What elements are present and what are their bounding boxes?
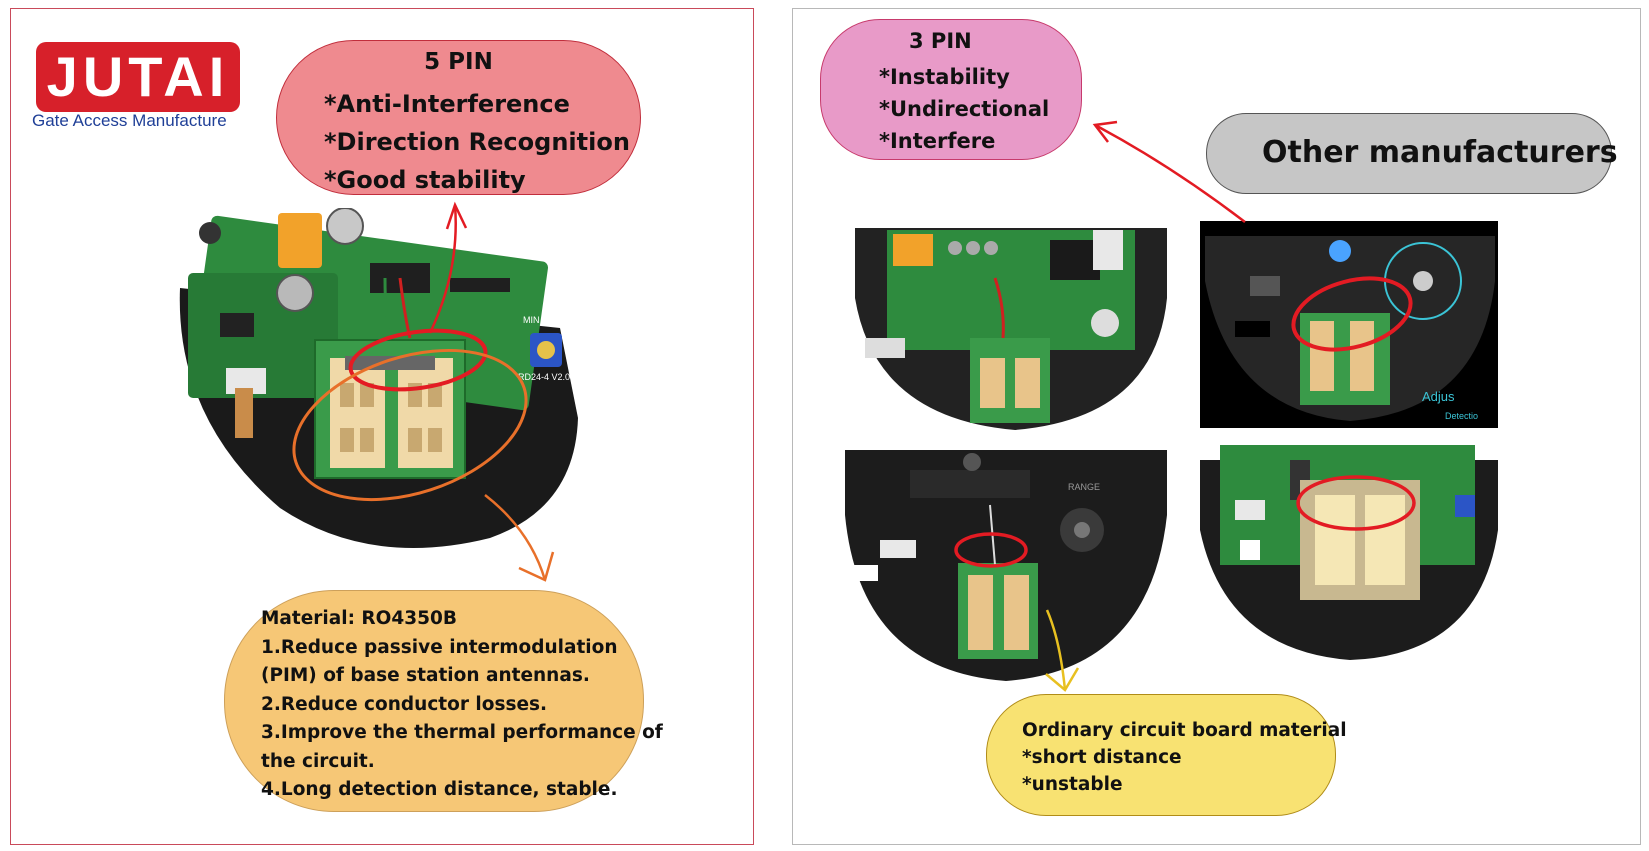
detection-caption: Detectio: [1445, 411, 1478, 421]
competitor-sensor-photo-2: Adjus Detectio: [1200, 221, 1498, 428]
competitor-sensor-photo-3: RANGE: [845, 450, 1167, 681]
competitor-sensor-photo-4: [1200, 445, 1498, 660]
competitor-sensor-photo-1: [855, 228, 1167, 430]
adjust-caption: Adjus: [1422, 389, 1455, 404]
jutai-feature-item: *Anti-Interference: [324, 90, 570, 118]
ordinary-item: *unstable: [1022, 774, 1123, 795]
competitor-flaw-item: *Instability: [879, 65, 1010, 89]
jutai-logo: JUTAI: [36, 42, 240, 112]
jutai-feature-item: *Direction Recognition: [324, 128, 630, 156]
pot-max-label: MAX: [560, 315, 580, 325]
competitor-3pin-title: 3 PIN: [909, 29, 972, 53]
jutai-5pin-bubble: 5 PIN *Anti-Interference *Direction Reco…: [276, 40, 641, 195]
material-item: 2.Reduce conductor losses.: [261, 693, 548, 715]
competitor-3pin-bubble: 3 PIN *Instability *Undirectional *Inter…: [820, 19, 1082, 160]
jutai-5pin-title: 5 PIN: [424, 49, 493, 75]
ordinary-item: *short distance: [1022, 747, 1182, 768]
material-item: the circuit.: [261, 750, 375, 772]
other-manufacturers-label: Other manufacturers: [1206, 113, 1618, 194]
material-bubble: Material: RO4350B 1.Reduce passive inter…: [224, 590, 663, 812]
competitor-flaw-item: *Interfere: [879, 129, 996, 153]
jutai-sensor-photo: MIN MAX RD24-4 V2.0: [179, 208, 580, 548]
board-model-label: RD24-4 V2.0: [518, 372, 570, 382]
logo-brand: JUTAI: [46, 45, 230, 108]
range-label: RANGE: [1068, 482, 1100, 492]
competitor-flaw-item: *Undirectional: [879, 97, 1050, 121]
material-item: (PIM) of base station antennas.: [261, 665, 590, 686]
material-item: 3.Improve the thermal performance of: [261, 722, 663, 743]
jutai-feature-item: *Good stability: [324, 166, 526, 194]
logo-tagline: Gate Access Manufacture: [32, 111, 227, 130]
material-item: 1.Reduce passive intermodulation: [261, 636, 618, 658]
ordinary-material-bubble: Ordinary circuit board material *short d…: [986, 694, 1347, 816]
pot-min-label: MIN: [523, 315, 540, 325]
material-item: 4.Long detection distance, stable.: [261, 779, 618, 800]
ordinary-title: Ordinary circuit board material: [1022, 720, 1347, 741]
material-title: Material: RO4350B: [261, 608, 457, 629]
other-manufacturers-text: Other manufacturers: [1262, 135, 1618, 170]
